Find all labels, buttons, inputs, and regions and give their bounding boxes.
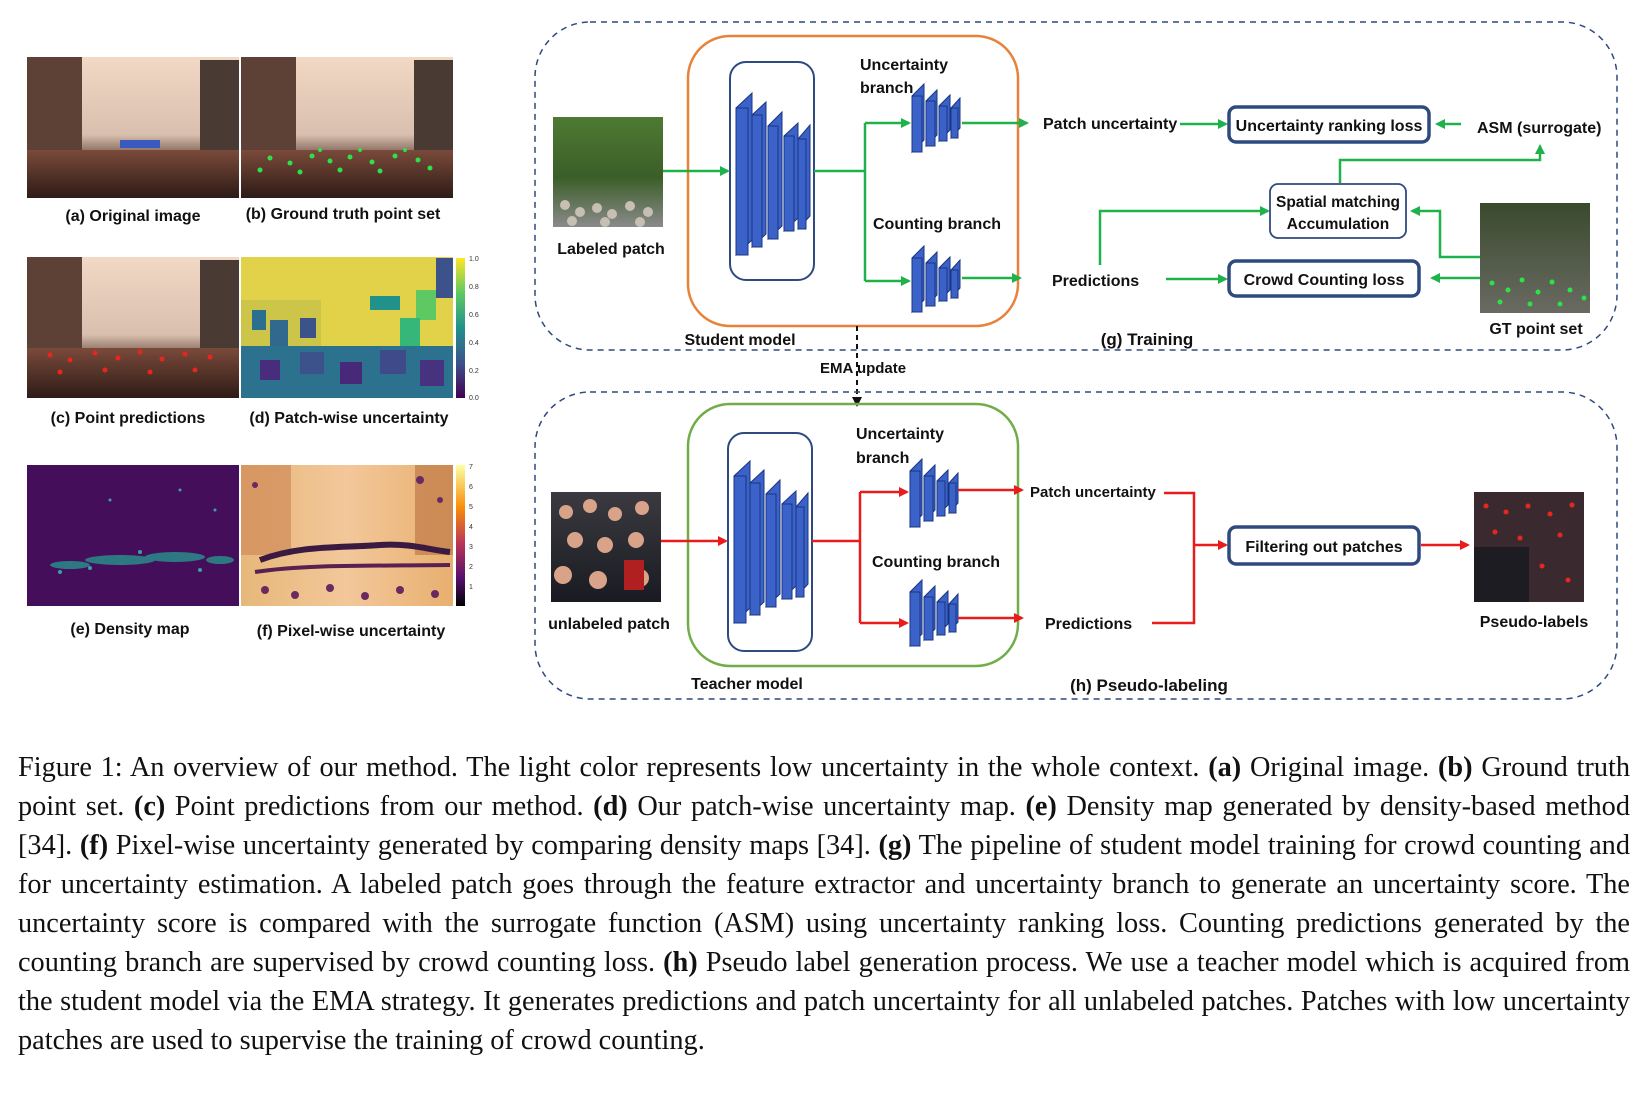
student-uncertainty-branch-label-2: branch (860, 80, 913, 97)
caption-text-e: Density map generated by density-based m… (18, 791, 1630, 861)
labeled-patch-image (553, 117, 663, 227)
training-section-frame (534, 21, 1618, 351)
teacher-uncertainty-branch-icon (909, 457, 959, 529)
cbar-f-tick: 4 (469, 524, 473, 531)
cbar-d-tick: 0.0 (469, 395, 479, 402)
teacher-uncertainty-branch-label-1: Uncertainty (856, 426, 944, 443)
student-uncertainty-branch-icon (911, 82, 961, 154)
caption-text-f: Pixel-wise uncertainty generated by comp… (115, 830, 871, 861)
cbar-f-tick: 3 (469, 544, 473, 551)
training-section-label: (g) Training (1101, 330, 1194, 349)
cbar-d-tick: 1.0 (469, 256, 479, 263)
pseudo-labeling-arrows (661, 485, 1470, 628)
caption-text-g: The pipeline of student model training f… (18, 830, 1630, 978)
original-image-thumbnail (27, 57, 239, 198)
caption-text-h: Pseudo label generation process. We use … (18, 947, 1630, 1056)
teacher-counting-branch-icon (909, 578, 959, 648)
cbar-f-tick: 6 (469, 484, 473, 491)
ground-truth-thumbnail (241, 57, 453, 198)
ema-update-label: EMA update (820, 360, 906, 377)
gt-point-set-label: GT point set (1489, 321, 1583, 338)
training-patch-uncertainty-label: Patch uncertainty (1043, 116, 1177, 133)
panel-c-label: (c) Point predictions (51, 410, 206, 427)
panel-a-label: (a) Original image (65, 208, 200, 225)
spatial-matching-label-2: Accumulation (1287, 216, 1389, 233)
unlabeled-patch-label: unlabeled patch (548, 616, 670, 633)
pseudo-labeling-section-frame (534, 391, 1618, 700)
caption-tag-b: (b) (1437, 752, 1473, 783)
teacher-counting-branch-label: Counting branch (872, 554, 1000, 571)
cbar-f-tick: 5 (469, 504, 473, 511)
pseudo-labels-label: Pseudo-labels (1480, 614, 1589, 631)
student-model-box (686, 34, 1020, 328)
cbar-f-tick: 1 (469, 584, 473, 591)
uncertainty-ranking-loss-label: Uncertainty ranking loss (1236, 118, 1423, 135)
pseudo-labels-image (1474, 492, 1584, 602)
figure-caption: Figure 1: An overview of our method. The… (18, 748, 1630, 1060)
spatial-matching-box (1269, 183, 1407, 239)
teacher-uncertainty-branch-label-2: branch (856, 450, 909, 467)
panel-f-label: (f) Pixel-wise uncertainty (257, 623, 446, 640)
labeled-patch-label: Labeled patch (557, 241, 665, 258)
student-uncertainty-branch-label-1: Uncertainty (860, 57, 948, 74)
student-counting-branch-label: Counting branch (873, 216, 1001, 233)
patch-uncertainty-colorbar (456, 258, 465, 398)
cbar-f-tick: 7 (469, 464, 473, 471)
cbar-f-tick: 2 (469, 564, 473, 571)
student-counting-branch-icon (911, 244, 961, 314)
uncertainty-ranking-loss-box (1227, 105, 1431, 144)
cbar-d-tick: 0.6 (469, 312, 479, 319)
pseudo-patch-uncertainty-label: Patch uncertainty (1030, 484, 1157, 501)
cbar-d-tick: 0.2 (469, 368, 479, 375)
training-predictions-label: Predictions (1052, 273, 1139, 290)
panel-b-label: (b) Ground truth point set (246, 206, 441, 223)
pixel-uncertainty-thumbnail (241, 465, 453, 606)
cbar-d-tick: 0.4 (469, 340, 479, 347)
filtering-out-patches-label: Filtering out patches (1245, 539, 1402, 556)
crowd-counting-loss-label: Crowd Counting loss (1244, 272, 1405, 289)
pseudo-labeling-section-label: (h) Pseudo-labeling (1070, 676, 1228, 695)
filtering-out-patches-box (1227, 525, 1421, 566)
method-overview-figure: (a) Original image (b) Ground truth poin… (27, 21, 1618, 700)
teacher-feature-extractor-icon (733, 459, 809, 625)
gt-point-set-image (1480, 203, 1590, 313)
panel-e-label: (e) Density map (70, 621, 189, 638)
student-feature-extractor-icon (735, 91, 811, 257)
crowd-counting-loss-box (1227, 259, 1421, 298)
pixel-uncertainty-colorbar (456, 465, 465, 606)
teacher-model-label: Teacher model (691, 676, 803, 693)
patch-uncertainty-heatmap (241, 257, 453, 398)
teacher-model-box (686, 402, 1020, 668)
density-map-thumbnail (27, 465, 239, 606)
cbar-d-tick: 0.8 (469, 284, 479, 291)
caption-tag-d: (d) (593, 791, 628, 822)
caption-tag-e: (e) (1025, 791, 1057, 822)
caption-text-b: Ground truth point set. (18, 752, 1630, 822)
cbar-d-ticks: 1.0 0.8 0.6 0.4 0.2 0.0 (469, 256, 479, 402)
caption-tag-g: (g) (878, 830, 912, 861)
caption-tag-a: (a) (1208, 752, 1242, 783)
caption-tag-h: (h) (663, 947, 698, 978)
caption-intro: Figure 1: An overview of our method. The… (18, 752, 1200, 783)
spatial-matching-label-1: Spatial matching (1276, 194, 1400, 211)
caption-text-a: Original image. (1249, 752, 1430, 783)
caption-text-d: Our patch-wise uncertainty map. (637, 791, 1016, 822)
student-model-label: Student model (684, 332, 795, 349)
unlabeled-patch-image (551, 492, 661, 602)
asm-surrogate-label: ASM (surrogate) (1477, 120, 1601, 137)
point-predictions-thumbnail (27, 257, 239, 398)
caption-tag-f: (f) (79, 830, 109, 861)
panel-d-label: (d) Patch-wise uncertainty (249, 410, 448, 427)
training-arrows (663, 118, 1545, 286)
caption-tag-c: (c) (133, 791, 166, 822)
pseudo-predictions-label: Predictions (1045, 616, 1132, 633)
caption-text-c: Point predictions from our method. (174, 791, 584, 822)
cbar-f-ticks: 7 6 5 4 3 2 1 (469, 464, 473, 591)
